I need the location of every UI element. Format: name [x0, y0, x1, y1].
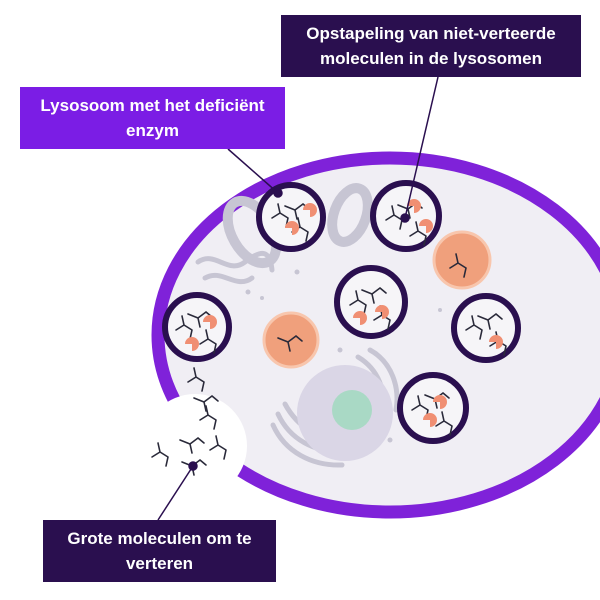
- deficient-lysosome: [334, 265, 408, 339]
- deficient-lysosome: [451, 293, 521, 363]
- normal-lysosome: [432, 230, 492, 290]
- deficient-lysosome-callout: Lysosoom met het deficiënt enzym: [20, 87, 285, 149]
- accumulation-label: Opstapeling van niet-verteerde moleculen…: [306, 24, 556, 68]
- deficient-lysosome: [256, 182, 326, 252]
- endoplasmic-reticulum-icon: [195, 251, 275, 285]
- nucleus: [297, 365, 393, 461]
- large-molecules-area: [143, 367, 247, 498]
- deficient-lysosome: [397, 372, 469, 444]
- accumulation-callout: Opstapeling van niet-verteerde moleculen…: [281, 15, 581, 77]
- large-molecules-label: Grote moleculen om te verteren: [67, 529, 252, 573]
- deficient-lysosome: [162, 292, 232, 362]
- large-molecules-callout: Grote moleculen om te verteren: [43, 520, 276, 582]
- deficient-lysosome-label: Lysosoom met het deficiënt enzym: [40, 96, 265, 140]
- ribosomes: [245, 269, 442, 443]
- normal-lysosome: [262, 311, 320, 369]
- leader-lines: [157, 76, 439, 521]
